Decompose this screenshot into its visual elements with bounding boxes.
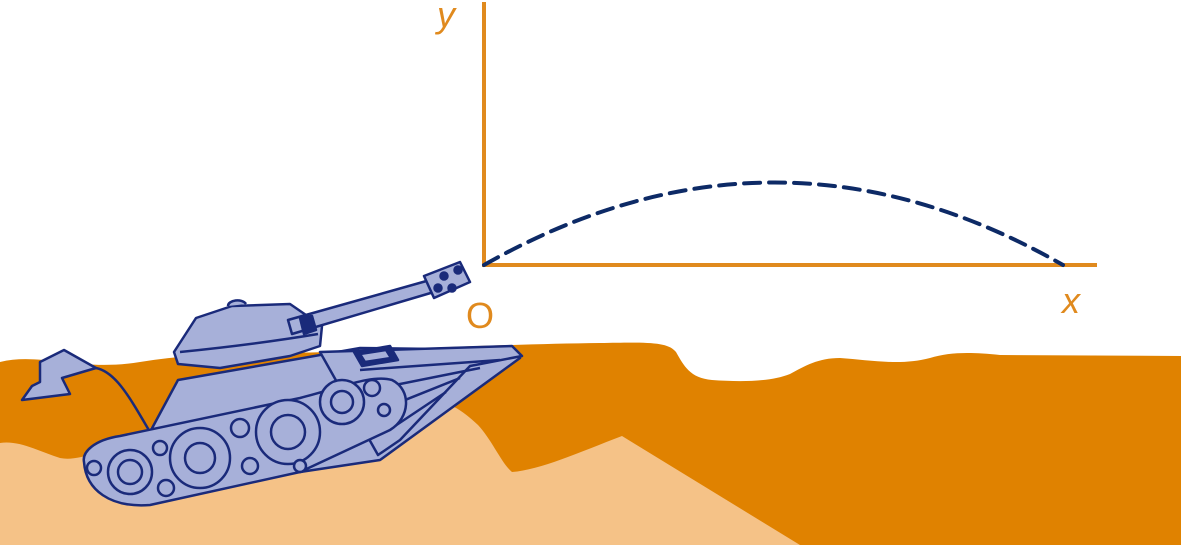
- trajectory-curve: [482, 180, 1065, 267]
- tank-icon: [20, 260, 524, 507]
- y-axis-label: y: [434, 0, 457, 35]
- x-axis-label: x: [1060, 280, 1082, 321]
- origin-label: O: [466, 295, 494, 336]
